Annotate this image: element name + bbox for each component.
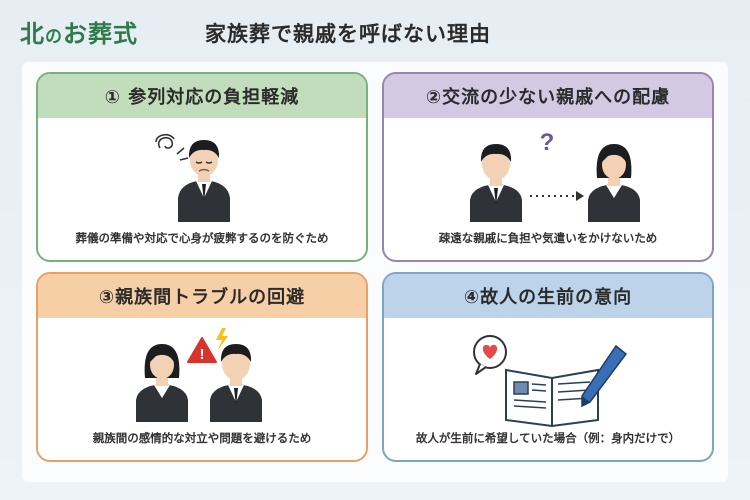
question-mark-icon: ? [540,129,555,156]
card-illustration: ! [136,328,262,422]
card-illustration [473,335,628,428]
stress-swirl-icon [155,133,189,161]
dotted-arrow-icon [530,191,584,201]
card-caption: 葬儀の準備や対応で心身が疲弊するのを防ぐため [75,231,329,245]
warning-mark: ! [200,346,205,363]
header: 北のお葬式 家族葬で親戚を呼ばない理由 [0,0,750,64]
woman-icon [588,144,640,222]
lightning-icon [216,328,228,350]
logo-no: の [45,27,63,47]
reason-card-burden: ① 参列対応の負担軽減 葬儀の準備や対応で心身が疲弊するのを防ぐため [36,72,368,262]
card-title: ① 参列対応の負担軽減 [38,74,366,118]
warning-icon: ! [187,337,217,363]
woman-icon [136,344,188,422]
logo-tail: お葬式 [63,19,138,48]
heart-speech-bubble-icon [473,335,507,375]
page-title: 家族葬で親戚を呼ばない理由 [205,22,491,46]
card-caption: 親族間の感情的な対立や問題を避けるため [92,431,312,445]
brand-logo[interactable]: 北のお葬式 [20,14,138,49]
man-icon [470,144,522,222]
reason-card-deceased-wishes: ④故人の生前の意向 故人が生前に希望していた場合（例：身内だけで） [382,272,714,462]
card-title: ③親族間トラブルの回避 [38,274,366,318]
pen-icon [581,344,628,408]
card-caption: 疎遠な親戚に負担や気遣いをかけないため [438,231,658,245]
card-illustration: ? [470,129,640,222]
logo-main: 北 [20,19,45,48]
man-icon [210,344,262,422]
card-title: ④故人の生前の意向 [384,274,712,318]
card-title: ②交流の少ない親戚への配慮 [384,74,712,118]
card-caption: 故人が生前に希望していた場合（例：身内だけで） [415,431,681,445]
tired-person-icon [178,140,230,222]
reason-card-family-trouble: ③親族間トラブルの回避 ! 親族間の感情的な対立や問題を避けるため [36,272,368,462]
reason-card-distant-relatives: ②交流の少ない親戚への配慮 ? 疎遠な親戚に負担や気遣いをかけないため [382,72,714,262]
open-notebook-icon [505,368,599,428]
card-illustration [155,133,230,222]
